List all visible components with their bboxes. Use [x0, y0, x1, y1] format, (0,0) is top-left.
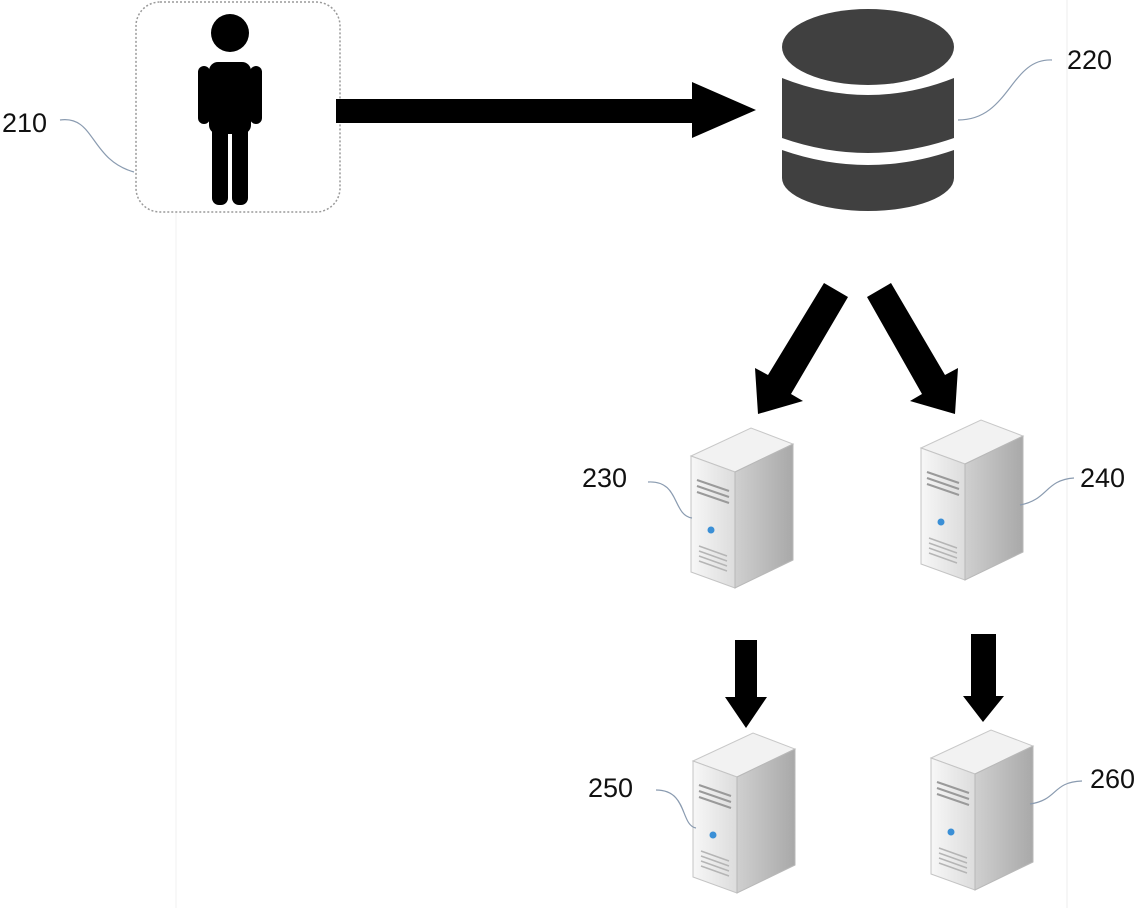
ref-label-260: 260 [1090, 764, 1136, 794]
arrow-230-to-250 [725, 640, 767, 728]
leader-240 [1019, 477, 1075, 506]
server-260-icon [930, 729, 1034, 891]
arrow-database-to-240 [867, 283, 958, 414]
leader-250 [655, 789, 697, 829]
leader-210 [59, 119, 135, 173]
server-240-icon [920, 419, 1024, 581]
user-node [135, 1, 341, 213]
server-250-icon [692, 732, 796, 894]
leader-lines [59, 59, 1083, 829]
ref-label-210: 210 [2, 108, 48, 138]
ref-label-240: 240 [1080, 463, 1126, 493]
person-icon [198, 14, 262, 205]
ref-label-230: 230 [582, 463, 628, 493]
arrow-user-to-database [336, 82, 756, 138]
server-230-icon [690, 427, 794, 589]
arrow-240-to-260 [963, 634, 1004, 722]
leader-260 [1029, 780, 1083, 805]
database-icon [782, 9, 954, 211]
leader-230 [647, 481, 693, 519]
ref-label-220: 220 [1067, 45, 1113, 75]
ref-label-250: 250 [588, 773, 634, 803]
leader-220 [957, 59, 1053, 121]
arrow-database-to-230 [755, 283, 848, 414]
